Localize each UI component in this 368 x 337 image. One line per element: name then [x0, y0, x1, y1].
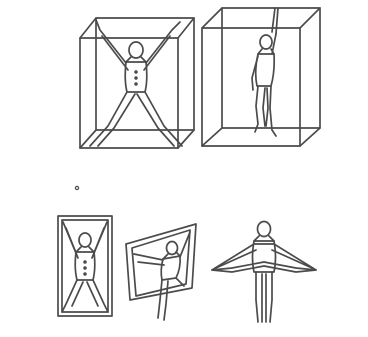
- figure-head: [79, 233, 91, 247]
- figure-head: [260, 35, 272, 49]
- figure-with-sheet-icon: [212, 222, 316, 323]
- figure-in-frame-icon: [58, 216, 112, 316]
- figure-head: [258, 222, 271, 237]
- figure-in-cube-icon: [80, 18, 194, 148]
- figure-in-skewed-frame-icon: [126, 224, 196, 320]
- hanging-figure-in-cube-icon: [202, 8, 320, 146]
- figure-head: [129, 42, 143, 58]
- stray-mark: [75, 186, 78, 189]
- cube-back-face: [96, 18, 194, 130]
